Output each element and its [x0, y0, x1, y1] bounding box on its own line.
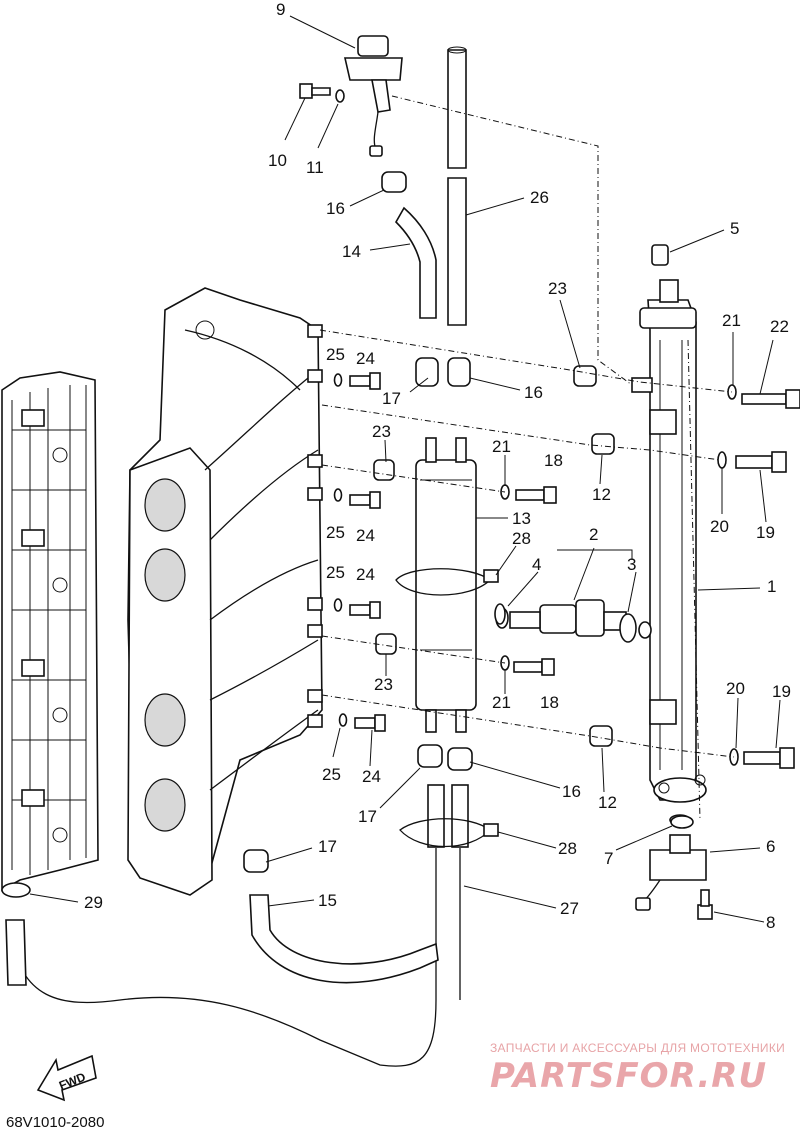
cylinder-block — [1, 371, 99, 892]
washer-25-b — [333, 488, 343, 502]
bolt-24-a — [349, 372, 381, 390]
grommet-12-upper — [591, 433, 615, 455]
callout-19: 19 — [756, 523, 775, 542]
callout-8: 8 — [766, 913, 775, 932]
bolt-19-lower — [743, 747, 795, 769]
callout-18: 18 — [544, 451, 563, 470]
fuel-hose-27 — [9, 848, 461, 1067]
pressure-regulator — [343, 35, 403, 157]
diagram-code: 68V1010-2080 — [6, 1114, 105, 1131]
callout-21: 21 — [492, 437, 511, 456]
fwd-arrow-icon: FWD — [36, 1054, 97, 1102]
callout-10: 10 — [268, 151, 287, 170]
grommet-23-mid — [373, 459, 395, 481]
callout-4: 4 — [532, 555, 541, 574]
callout-23: 23 — [372, 422, 391, 441]
leader-lines — [29, 15, 781, 923]
fuel-hose-14 — [395, 206, 437, 319]
washer-11 — [335, 89, 345, 103]
callout-21: 21 — [722, 311, 741, 330]
hoses-lower — [399, 784, 499, 848]
callout-19: 19 — [772, 682, 791, 701]
callout-16: 16 — [326, 199, 345, 218]
callout-23: 23 — [374, 675, 393, 694]
callout-labels: 9 10 11 16 26 14 5 23 21 22 25 24 17 16 … — [84, 0, 791, 932]
o-ring-4 — [494, 603, 506, 625]
callout-23: 23 — [548, 279, 567, 298]
fuel-injector-2 — [495, 599, 627, 637]
grommet-23-top — [573, 365, 597, 387]
callout-28: 28 — [512, 529, 531, 548]
callout-25: 25 — [326, 345, 345, 364]
callout-24: 24 — [356, 565, 375, 584]
clips-17-16-upper — [415, 357, 471, 387]
watermark-logo: PARTSFOR.RU — [490, 1056, 768, 1096]
bolt-24-d — [354, 714, 386, 732]
callout-25: 25 — [326, 523, 345, 542]
hose-clip-29 — [1, 882, 31, 986]
callout-9: 9 — [276, 0, 285, 19]
callout-20: 20 — [710, 517, 729, 536]
bolt-22 — [741, 389, 800, 409]
washer-20-upper — [717, 451, 727, 469]
fuel-filter-13 — [415, 437, 477, 733]
callout-17: 17 — [382, 389, 401, 408]
callout-18: 18 — [540, 693, 559, 712]
callout-17: 17 — [318, 837, 337, 856]
cap-5 — [651, 244, 669, 266]
callout-24: 24 — [356, 526, 375, 545]
clips-17-16-lower — [417, 744, 473, 771]
callout-21: 21 — [492, 693, 511, 712]
fuel-hose-15 — [243, 849, 439, 984]
callout-14: 14 — [342, 242, 361, 261]
callout-16: 16 — [562, 782, 581, 801]
callout-12: 12 — [598, 793, 617, 812]
callout-7: 7 — [604, 849, 613, 868]
bolt-8 — [697, 889, 713, 920]
washer-25-c — [333, 598, 343, 612]
callout-29: 29 — [84, 893, 103, 912]
callout-25: 25 — [326, 563, 345, 582]
callout-11: 11 — [306, 158, 324, 177]
callout-20: 20 — [726, 679, 745, 698]
callout-24: 24 — [356, 349, 375, 368]
washer-25-a — [333, 373, 343, 387]
callout-6: 6 — [766, 837, 775, 856]
watermark-tagline: ЗАПЧАСТИ И АКСЕССУАРЫ ДЛЯ МОТОТЕХНИКИ — [490, 1041, 786, 1055]
o-rings-3 — [619, 613, 652, 643]
callout-25: 25 — [322, 765, 341, 784]
bolt-19-upper — [735, 451, 787, 473]
band-28-upper — [395, 568, 499, 596]
callout-3: 3 — [627, 555, 636, 574]
callout-27: 27 — [560, 899, 579, 918]
hose-clip-16-top — [381, 171, 407, 193]
callout-13: 13 — [512, 509, 531, 528]
callout-28: 28 — [558, 839, 577, 858]
callout-22: 22 — [770, 317, 789, 336]
callout-1: 1 — [767, 577, 776, 596]
union-6 — [635, 814, 707, 911]
callout-2: 2 — [589, 525, 598, 544]
bolt-24-c — [349, 601, 381, 619]
bolt-24-b — [349, 491, 381, 509]
callout-17: 17 — [358, 807, 377, 826]
bolt-10 — [299, 83, 331, 99]
callout-5: 5 — [730, 219, 739, 238]
bolt-18-upper — [515, 486, 557, 504]
callout-24: 24 — [362, 767, 381, 786]
callout-16: 16 — [524, 383, 543, 402]
grommet-12-lower — [589, 725, 613, 747]
bolt-18-lower — [513, 658, 555, 676]
washer-25-d — [338, 713, 348, 727]
o-ring-7 — [670, 815, 694, 829]
callout-12: 12 — [592, 485, 611, 504]
alignment-lines — [319, 95, 735, 821]
callout-26: 26 — [530, 188, 549, 207]
intake-manifold — [127, 287, 323, 896]
fuel-rail-1 — [631, 279, 707, 803]
fuel-hose-26 — [447, 46, 467, 326]
callout-15: 15 — [318, 891, 337, 910]
